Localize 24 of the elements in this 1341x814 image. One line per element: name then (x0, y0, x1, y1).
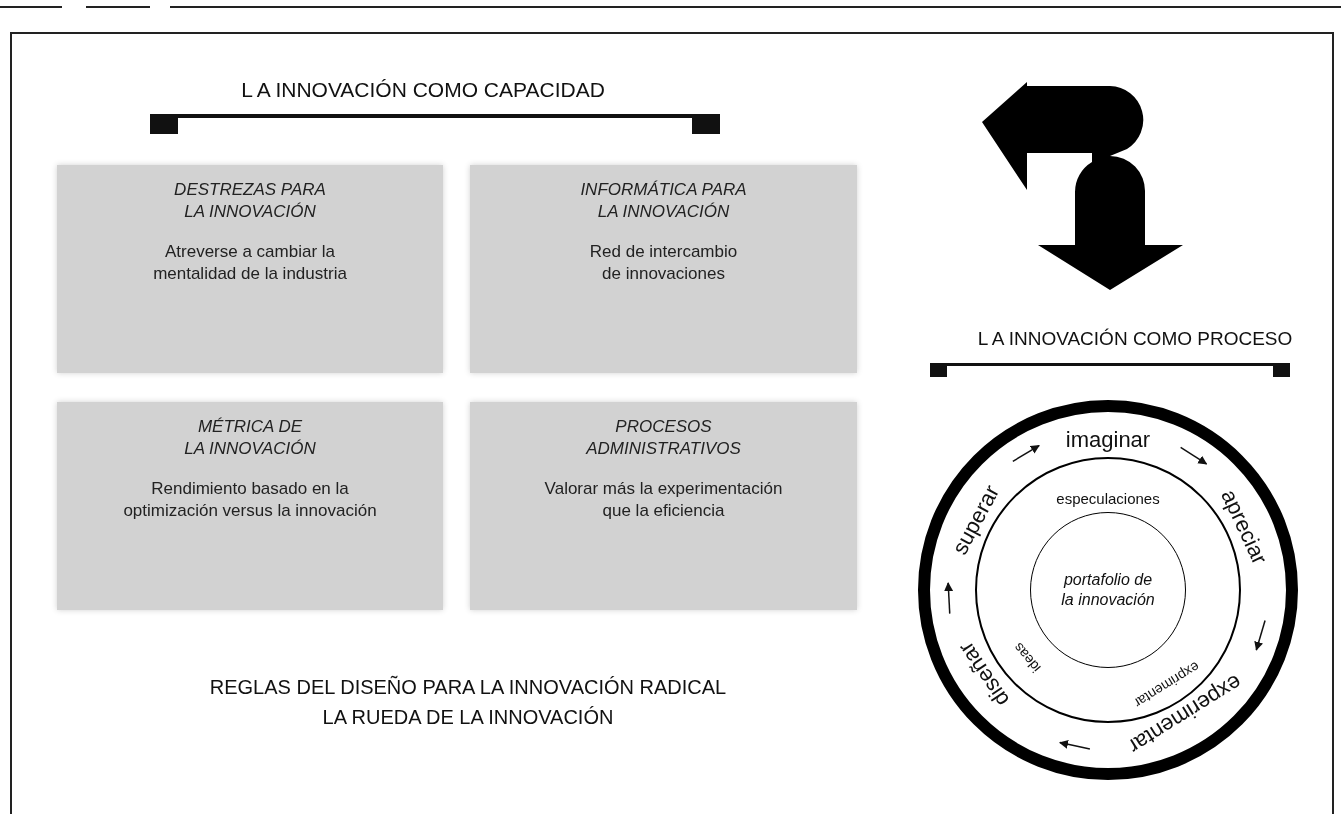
caption-text: REGLAS DEL DISEÑO PARA LA INNOVACIÓN RADICAL (209, 676, 727, 699)
center-text: portafolio de la innovación (1060, 570, 1156, 610)
wheel-word: especulaciones (1056, 490, 1160, 506)
category-card (470, 402, 857, 610)
card-description: Atreverse a cambiar la mentalidad de la industria (152, 241, 348, 286)
cycle-arrow (1179, 446, 1208, 465)
category-card (57, 165, 443, 373)
cycle-arrow (1012, 444, 1040, 463)
cycle-arrow (944, 582, 954, 615)
category-card (470, 165, 857, 373)
caption-text: LA RUEDA DE LA INNOVACIÓN (322, 706, 614, 729)
cycle-arrow (1254, 619, 1266, 651)
category-card (57, 402, 443, 610)
card-description: Rendimiento basado en la optimización versus la innovación (122, 478, 378, 523)
card-description: Valorar más la experimentación que la eficiencia (543, 478, 784, 523)
card-heading: INFORMÁTICA PARA LA INNOVACIÓN (579, 179, 748, 224)
section-heading: L A INNOVACIÓN COMO CAPACIDAD (241, 78, 605, 102)
stage-word: imaginar (1065, 429, 1151, 451)
cycle-arrow (1059, 739, 1091, 750)
card-description: Red de intercambio de innovaciones (588, 241, 739, 286)
section-heading: L A INNOVACIÓN COMO PROCESO (977, 328, 1293, 350)
card-heading: DESTREZAS PARA LA INNOVACIÓN (173, 179, 327, 224)
card-heading: MÉTRICA DE LA INNOVACIÓN (183, 416, 317, 461)
card-heading: PROCESOS ADMINISTRATIVOS (584, 416, 742, 461)
